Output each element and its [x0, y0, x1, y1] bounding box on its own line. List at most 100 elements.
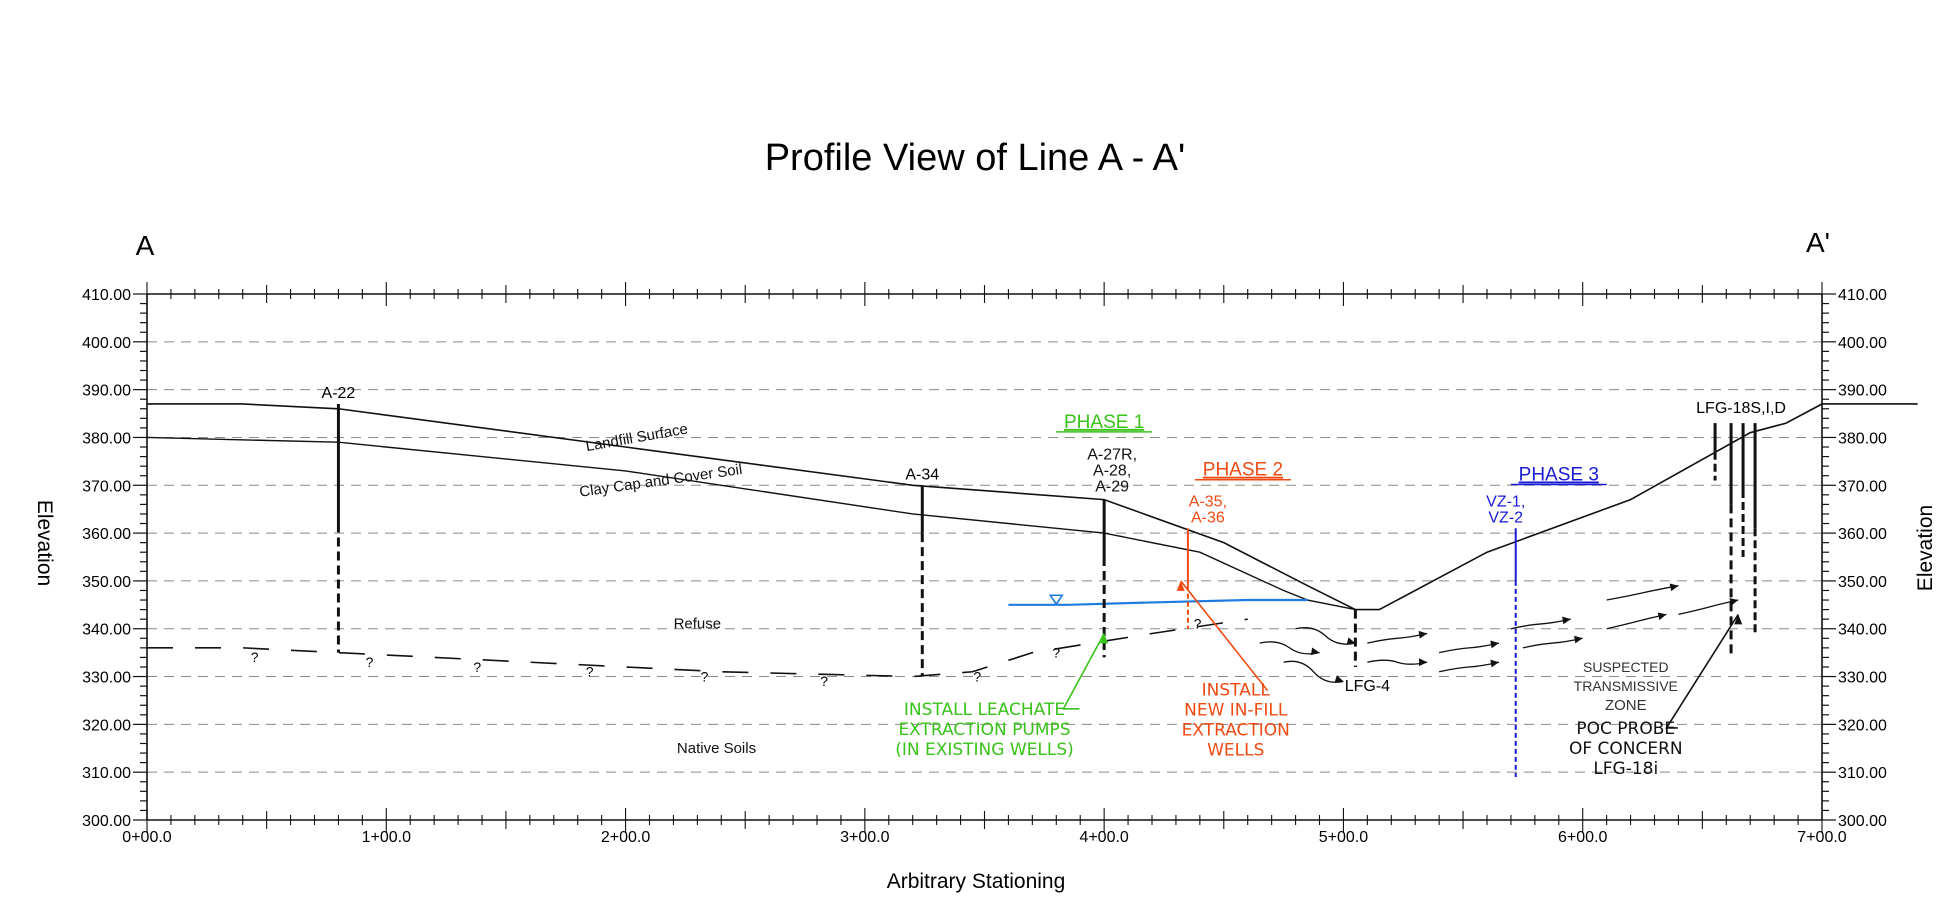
y-tick-label: 380.00 — [1838, 430, 1887, 447]
callout-text: POC PROBE — [1576, 719, 1675, 739]
y-tick-label: 340.00 — [1838, 622, 1887, 639]
y-tick-label: 320.00 — [82, 717, 131, 734]
flow-arrow — [1606, 613, 1667, 630]
flow-arrowhead-icon — [1418, 630, 1428, 639]
annotation-label: ZONE — [1605, 697, 1647, 714]
x-tick-label: 1+00.0 — [362, 829, 411, 846]
y-tick-label: 300.00 — [82, 813, 131, 830]
section-label-left: A — [136, 230, 155, 261]
flow-arrow — [1295, 627, 1356, 645]
x-axis-label: Arbitrary Stationing — [887, 870, 1066, 893]
question-mark: ? — [366, 654, 374, 670]
flow-arrow — [1367, 632, 1428, 644]
well-label: A-29 — [1095, 479, 1129, 496]
x-tick-label: 6+00.0 — [1558, 829, 1607, 846]
water-table-line — [1008, 598, 1308, 606]
question-mark: ? — [1052, 644, 1060, 660]
x-tick-label: 5+00.0 — [1319, 829, 1368, 846]
callout-text: OF CONCERN — [1569, 739, 1683, 759]
flow-arrowhead-icon — [1419, 658, 1428, 667]
flow-arrow — [1283, 660, 1344, 683]
flow-arrowhead-icon — [1657, 612, 1667, 621]
y-tick-label: 310.00 — [1838, 765, 1887, 782]
callout-text: INSTALL — [1202, 681, 1271, 701]
callout-text: LFG-18i — [1593, 759, 1658, 779]
phase-well-label: VZ-2 — [1488, 509, 1523, 526]
question-mark: ? — [973, 668, 981, 684]
y-axis-label-left: Elevation — [33, 500, 56, 586]
callout-arrowhead-icon — [1100, 633, 1109, 644]
well-label: LFG-18S,I,D — [1696, 400, 1786, 417]
flow-arrow — [1522, 637, 1583, 649]
annotation-label: SUSPECTED — [1583, 659, 1669, 675]
callout-text: NEW IN-FILL — [1184, 701, 1288, 721]
y-tick-label: 400.00 — [82, 335, 131, 352]
flow-arrow — [1510, 618, 1571, 630]
callout-text: INSTALL LEACHATE — [904, 700, 1065, 720]
well-label: LFG-4 — [1345, 678, 1390, 695]
callout-text: WELLS — [1207, 741, 1264, 761]
callout-arrowhead-icon — [1734, 614, 1743, 625]
y-tick-label: 300.00 — [1838, 813, 1887, 830]
flow-arrow — [1678, 599, 1739, 616]
callout-text: EXTRACTION — [1182, 721, 1290, 741]
annotation-label: Clay Cap and Cover Soil — [578, 461, 743, 501]
y-tick-label: 370.00 — [1838, 478, 1887, 495]
axis-frame: 410.00 410.00 400.00 400.00 390.00 390.00 380.… — [82, 282, 1887, 846]
y-tick-label: 410.00 — [82, 287, 131, 304]
y-tick-label: 390.00 — [1838, 383, 1887, 400]
annotation-label: Landfill Surface — [584, 420, 689, 455]
phase-well-label: A-36 — [1191, 509, 1225, 526]
annotation-label: Native Soils — [677, 740, 756, 757]
y-tick-label: 400.00 — [1838, 335, 1887, 352]
flow-arrowhead-icon — [1574, 635, 1583, 644]
labels-layer: A-22A-34A-27R,A-28,A-29LFG-4LFG-18S,I,DA… — [322, 385, 1786, 779]
y-tick-label: 350.00 — [82, 574, 131, 591]
phase-heading: PHASE 1 — [1064, 412, 1144, 433]
phase-well-label: A-35, — [1189, 493, 1227, 510]
well-label: A-28, — [1093, 463, 1131, 480]
y-tick-label: 370.00 — [82, 478, 131, 495]
callout-leader-line — [1180, 580, 1269, 691]
callout-text: EXTRACTION PUMPS — [898, 720, 1070, 740]
flow-arrowhead-icon — [1310, 647, 1320, 656]
y-tick-label: 350.00 — [1838, 574, 1887, 591]
callout-arrowhead-icon — [1176, 580, 1185, 591]
flow-arrowhead-icon — [1490, 640, 1499, 649]
y-tick-label: 360.00 — [1838, 526, 1887, 543]
y-tick-label: 320.00 — [1838, 717, 1887, 734]
question-mark: ? — [586, 664, 594, 680]
flow-arrow — [1438, 642, 1500, 654]
phase-heading: PHASE 3 — [1519, 464, 1599, 485]
x-tick-label: 4+00.0 — [1079, 829, 1128, 846]
question-mark: ? — [820, 673, 828, 689]
y-tick-label: 410.00 — [1838, 287, 1887, 304]
annotation-label: Refuse — [674, 616, 722, 633]
flow-arrow — [1438, 661, 1500, 673]
section-label-right: A' — [1806, 227, 1830, 258]
question-mark: ? — [701, 668, 709, 684]
y-tick-label: 360.00 — [82, 526, 131, 543]
y-tick-label: 330.00 — [1838, 670, 1887, 687]
question-mark: ? — [473, 659, 481, 675]
water-table-marker-icon — [1048, 594, 1064, 606]
callout-text: (IN EXISTING WELLS) — [895, 740, 1074, 760]
x-tick-label: 2+00.0 — [601, 829, 650, 846]
flow-arrowhead-icon — [1334, 675, 1344, 683]
flow-arrow — [1606, 585, 1679, 601]
flow-arrowhead-icon — [1669, 583, 1679, 592]
wells-layer — [336, 403, 1757, 777]
annotation-label: TRANSMISSIVE — [1574, 678, 1678, 694]
y-tick-label: 390.00 — [82, 383, 131, 400]
flow-arrowhead-icon — [1490, 659, 1499, 668]
y-tick-label: 340.00 — [82, 622, 131, 639]
grid-layer — [147, 341, 1822, 773]
y-tick-label: 330.00 — [82, 670, 131, 687]
flow-arrow — [1367, 659, 1428, 665]
x-tick-label: 7+00.0 — [1797, 829, 1846, 846]
well-label: A-27R, — [1087, 447, 1137, 464]
well-label: A-34 — [905, 466, 939, 483]
question-mark: ? — [1194, 616, 1202, 632]
y-tick-label: 380.00 — [82, 430, 131, 447]
